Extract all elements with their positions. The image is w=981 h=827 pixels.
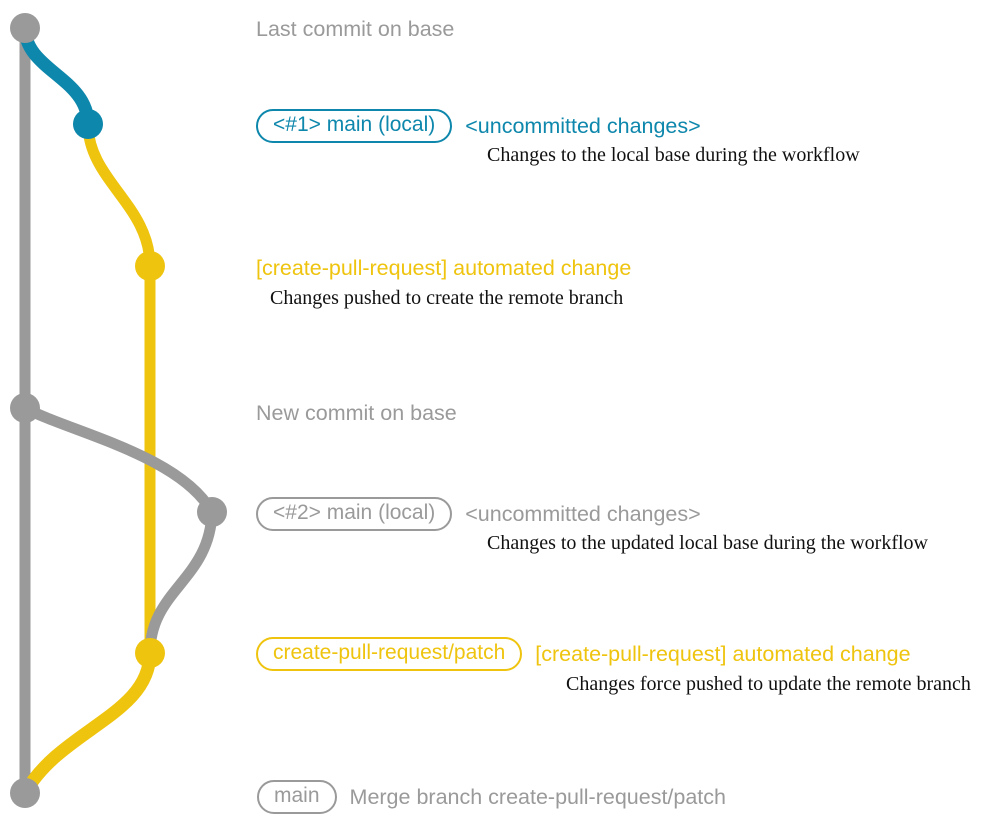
- commit-subject-last-commit-on-base: Last commit on base: [256, 16, 455, 41]
- commit-description-local-main-2: Changes to the updated local base during…: [487, 532, 928, 554]
- commit-subject-local-main-1: <uncommitted changes>: [465, 113, 701, 138]
- commit-row-automated-change-2: create-pull-request/patch [create-pull-r…: [256, 637, 911, 671]
- commit-node-automated-change-2[interactable]: [135, 638, 165, 668]
- commit-row-local-main-1: <#1> main (local) <uncommitted changes>: [256, 109, 701, 143]
- commit-node-local-main-1[interactable]: [73, 109, 103, 139]
- commit-description-automated-change-1: Changes pushed to create the remote bran…: [270, 287, 624, 309]
- branch-pill-main[interactable]: main: [257, 780, 337, 814]
- commit-node-local-main-2[interactable]: [197, 497, 227, 527]
- commit-row-merge: main Merge branch create-pull-request/pa…: [257, 780, 726, 814]
- commit-node-merge[interactable]: [10, 778, 40, 808]
- edge-local-main-2-to-patch-2: [144, 506, 218, 659]
- edge-patch-2-to-merge: [18, 646, 157, 800]
- commit-row-new-commit-on-base: New commit on base: [256, 396, 457, 430]
- commit-subject-new-commit-on-base: New commit on base: [256, 400, 457, 425]
- commit-row-automated-change-1: [create-pull-request] automated change: [256, 251, 631, 285]
- commit-description-automated-change-2: Changes force pushed to update the remot…: [566, 673, 971, 695]
- branch-pill-local-main-1[interactable]: <#1> main (local): [256, 109, 453, 143]
- edge-local-main-1-to-patch-1: [82, 118, 156, 272]
- edge-base-to-local-main-2: [19, 402, 218, 518]
- commit-subject-automated-change-2: [create-pull-request] automated change: [535, 641, 911, 666]
- commit-subject-automated-change-1: [create-pull-request] automated change: [256, 255, 632, 280]
- commit-node-automated-change-1[interactable]: [135, 251, 165, 281]
- commit-node-new-commit-on-base[interactable]: [10, 393, 40, 423]
- commit-row-last-commit-on-base: Last commit on base: [256, 12, 454, 46]
- branch-pill-local-main-2[interactable]: <#2> main (local): [256, 497, 453, 531]
- commit-subject-merge: Merge branch create-pull-request/patch: [349, 784, 726, 809]
- commit-row-local-main-2: <#2> main (local) <uncommitted changes>: [256, 497, 701, 531]
- commit-description-local-main-1: Changes to the local base during the wor…: [487, 144, 860, 166]
- branch-pill-create-pull-request-patch[interactable]: create-pull-request/patch: [256, 637, 523, 671]
- commit-node-last-commit-on-base[interactable]: [10, 13, 40, 43]
- commit-subject-local-main-2: <uncommitted changes>: [465, 501, 701, 526]
